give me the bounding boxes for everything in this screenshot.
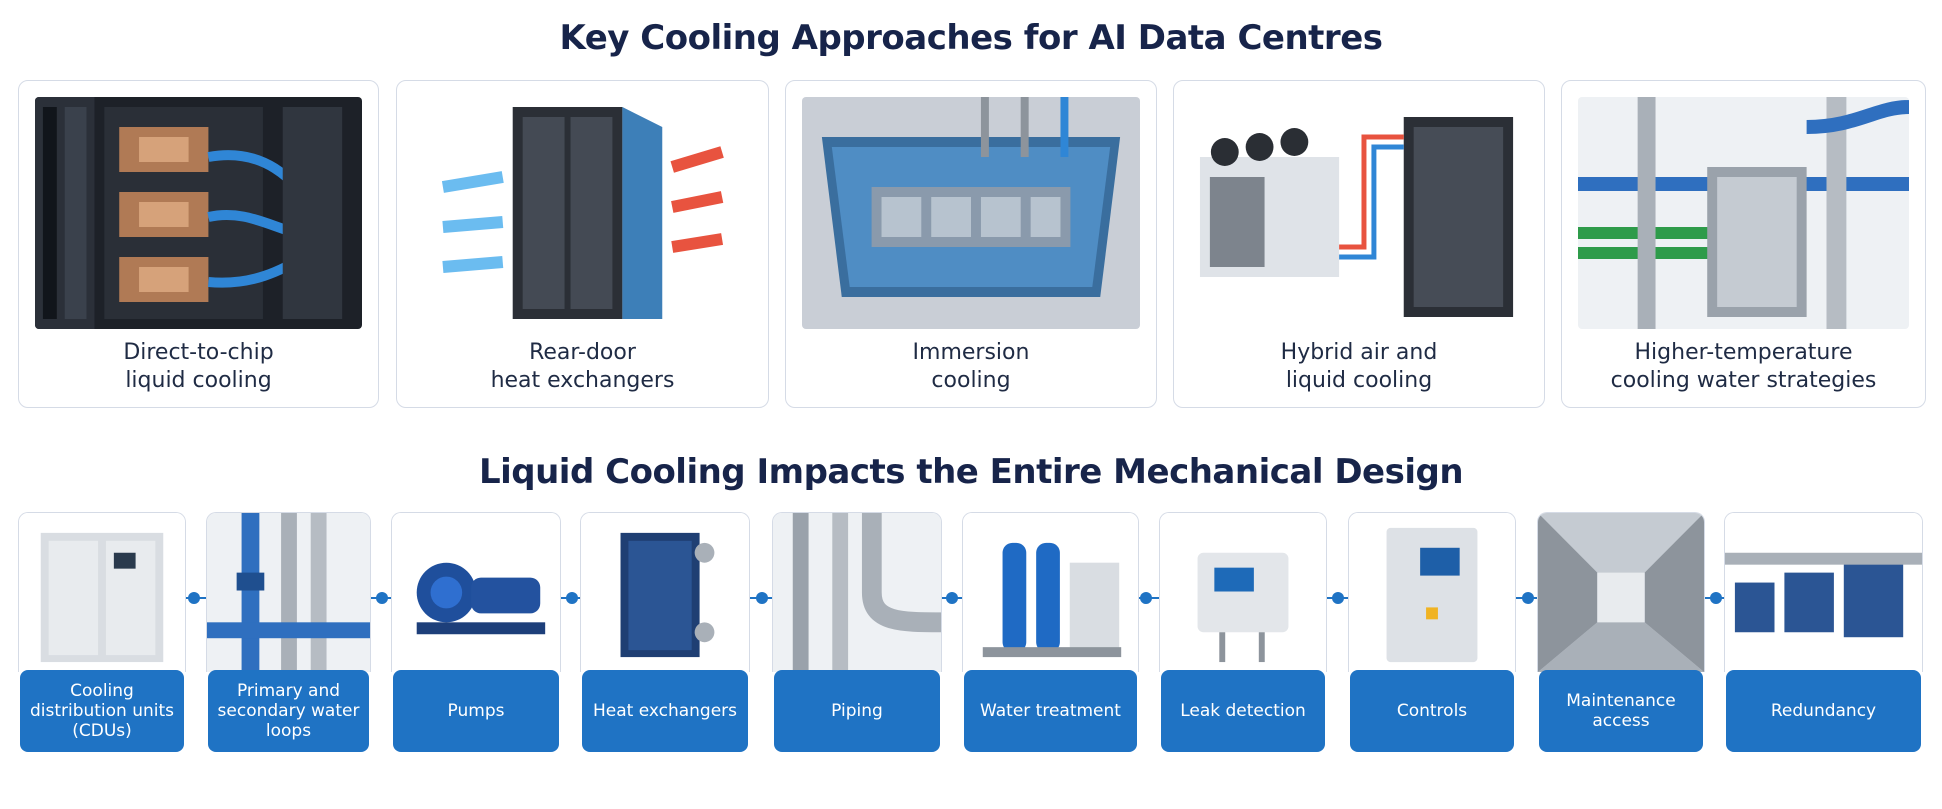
approach-card-higher-temperature: Higher-temperature cooling water strateg…: [1561, 80, 1926, 408]
cdu-cabinet-photo: [18, 512, 186, 672]
connector-dot: [756, 592, 768, 604]
component-water-treatment: Water treatment: [962, 512, 1139, 752]
component-label: Primary and secondary water loops: [208, 670, 369, 752]
leak-detector-photo: [1159, 512, 1327, 672]
connector-dot: [376, 592, 388, 604]
connector-dot: [1140, 592, 1152, 604]
approach-caption-line1: Higher-temperature: [1634, 340, 1853, 365]
immersion-tank-photo: [802, 97, 1140, 329]
section-title-mechanical-design: Liquid Cooling Impacts the Entire Mechan…: [478, 452, 1464, 492]
connector-dot: [566, 592, 578, 604]
approach-card-direct-to-chip: Direct-to-chip liquid cooling: [18, 80, 379, 408]
approach-caption-line1: Immersion: [912, 340, 1030, 365]
component-label: Piping: [774, 670, 940, 752]
approach-caption-line2: heat exchangers: [490, 368, 675, 393]
approach-caption-line1: Hybrid air and: [1280, 340, 1438, 365]
approach-card-hybrid: Hybrid air and liquid cooling: [1173, 80, 1545, 408]
component-heat-exchangers: Heat exchangers: [580, 512, 750, 752]
approach-card-rear-door: Rear-door heat exchangers: [396, 80, 769, 408]
piping-photo: [772, 512, 942, 672]
component-pumps: Pumps: [391, 512, 561, 752]
approach-caption-line2: liquid cooling: [1285, 368, 1433, 393]
connector-dot: [1710, 592, 1722, 604]
pump-photo: [391, 512, 561, 672]
redundant-units-photo: [1724, 512, 1923, 672]
component-leak-detection: Leak detection: [1159, 512, 1327, 752]
approach-caption-line2: cooling: [931, 368, 1011, 393]
component-label: Pumps: [393, 670, 559, 752]
heat-exchanger-piping-photo: [1578, 97, 1909, 329]
component-label: Leak detection: [1161, 670, 1325, 752]
rack-airflow-photo: [413, 97, 752, 329]
water-treatment-tanks-photo: [962, 512, 1139, 672]
component-label: Controls: [1350, 670, 1514, 752]
connector-dot: [1332, 592, 1344, 604]
connector-dot: [946, 592, 958, 604]
corridor-photo: [1537, 512, 1705, 672]
component-label: Cooling distribution units (CDUs): [20, 670, 184, 752]
connector-dot: [188, 592, 200, 604]
connector-dot: [1522, 592, 1534, 604]
approach-caption-line1: Rear-door: [529, 340, 636, 365]
control-panel-photo: [1348, 512, 1516, 672]
approach-caption-line1: Direct-to-chip: [123, 340, 274, 365]
approach-card-immersion: Immersion cooling: [785, 80, 1157, 408]
component-label: Heat exchangers: [582, 670, 748, 752]
component-controls: Controls: [1348, 512, 1516, 752]
component-label: Maintenance access: [1539, 670, 1703, 752]
component-piping: Piping: [772, 512, 942, 752]
section-title-approaches: Key Cooling Approaches for AI Data Centr…: [559, 18, 1383, 58]
approach-caption-line2: liquid cooling: [125, 368, 272, 393]
water-loop-pipes-photo: [206, 512, 371, 672]
component-water-loops: Primary and secondary water loops: [206, 512, 371, 752]
plate-heat-exchanger-photo: [580, 512, 750, 672]
component-cdus: Cooling distribution units (CDUs): [18, 512, 186, 752]
component-label: Water treatment: [964, 670, 1137, 752]
approach-caption-line2: cooling water strategies: [1610, 368, 1877, 393]
component-redundancy: Redundancy: [1724, 512, 1923, 752]
server-cold-plate-photo: [35, 97, 362, 329]
component-label: Redundancy: [1726, 670, 1921, 752]
component-maintenance-access: Maintenance access: [1537, 512, 1705, 752]
chiller-rack-photo: [1190, 97, 1528, 329]
